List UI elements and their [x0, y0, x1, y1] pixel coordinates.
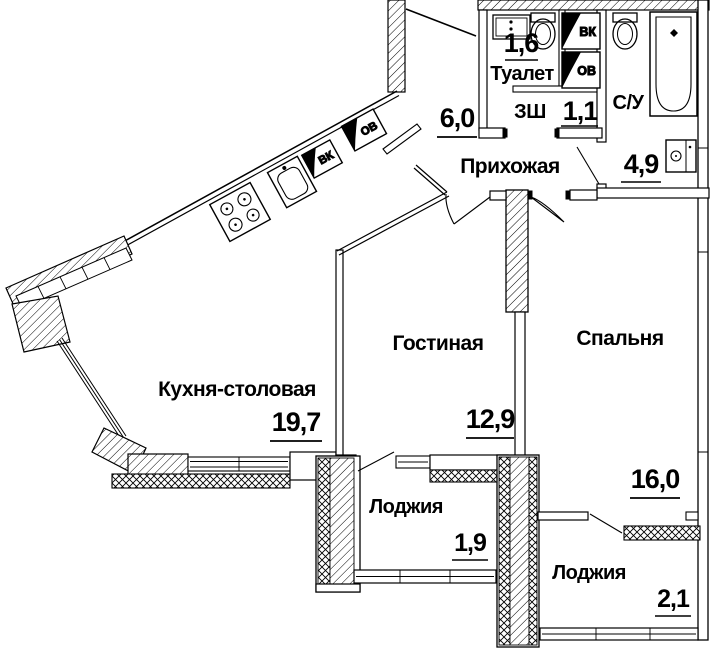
bathtub-icon: [649, 11, 698, 117]
room-area-loggia1: 1,9: [454, 529, 486, 557]
living-bottom-crosshatch: [429, 469, 509, 483]
toilet-left-wall: [478, 9, 488, 131]
living-top-wall: [489, 190, 507, 201]
kitchen-window-lines: [190, 457, 288, 471]
bathroom-bottom-wall: [596, 187, 710, 199]
kitchen-diagonal-wall-outer: [111, 90, 398, 249]
kitchen-sink-icon: [266, 155, 318, 209]
vent-box-ov-kitchen: ОВ: [340, 108, 388, 152]
door-jamb: [554, 128, 560, 138]
living-chamfer-wall: [336, 191, 450, 256]
room-label-bedroom: Спальня: [576, 327, 663, 350]
room-area-bedroom: 16,0: [631, 464, 680, 494]
room-area-kitchen: 19,7: [272, 407, 321, 437]
living-bedroom-hatched-wall: [505, 189, 529, 313]
bathroom-door-leaf: [576, 146, 600, 185]
room-area-bathroom: 4,9: [624, 149, 660, 179]
interior-walls: [335, 9, 710, 459]
bay-side-window: [56, 337, 127, 440]
bedroom-bottom-wall-stub: [685, 511, 699, 521]
bay-window: [5, 235, 147, 475]
kitchen-living-partition: [335, 249, 344, 457]
washing-machine-icon: [665, 139, 697, 173]
bedroom-top-wall: [569, 189, 598, 201]
living-door-leaf: [445, 193, 491, 225]
entrance-pillar-wall: [387, 0, 406, 93]
room-label-living: Гостиная: [393, 332, 484, 355]
kitchen-door-leaf: [382, 123, 422, 155]
bay-corner-wall: [11, 295, 71, 353]
living-loggia-door-leaf: [357, 451, 395, 472]
loggia1-left-pillar-hatch: [329, 457, 355, 585]
bay-pane-dividers: [37, 257, 111, 299]
fixtures: [208, 11, 698, 243]
room-label-bathroom: С/У: [613, 92, 645, 114]
loggia-center-pillar-hatch: [509, 456, 530, 646]
doors: [357, 8, 623, 534]
loggia1-left-pillar-cross: [317, 457, 331, 585]
room-area-toilet: 1,6: [504, 28, 540, 58]
room-labels: Кухня-столовая 19,7 Гостиная 12,9 Спальн…: [158, 28, 691, 617]
closet-bottom-wall-left: [478, 127, 506, 139]
vent-shafts: ВК ОВ ВК ОВ: [300, 12, 601, 180]
door-jamb: [502, 128, 508, 138]
loggia2-window-lines: [542, 628, 696, 640]
loggia-center-pillar-cross1: [498, 456, 511, 646]
room-area-loggia2: 2,1: [657, 585, 690, 613]
room-label-hall: Прихожая: [460, 155, 560, 178]
loggia1-window-lines: [356, 570, 494, 583]
ov-label: ОВ: [577, 64, 596, 78]
room-area-hall: 6,0: [440, 103, 475, 133]
top-exterior-wall: [477, 0, 710, 11]
room-label-loggia1: Лоджия: [369, 496, 443, 518]
kitchen-bottom-crosshatch: [111, 473, 291, 489]
toilet-icon: [530, 12, 556, 50]
bedroom-bottom-wall: [537, 511, 589, 521]
room-label-kitchen: Кухня-столовая: [158, 378, 316, 401]
living-bottom-loggia1: [315, 454, 540, 648]
bedroom-door-leaf: [530, 196, 565, 223]
hall-stub-wall: [413, 164, 448, 196]
room-label-closet: ЗШ: [514, 101, 546, 123]
vent-box-vk: ВК: [561, 12, 601, 50]
vk-label: ВК: [579, 25, 596, 39]
door-jamb: [565, 190, 571, 200]
door-jamb: [527, 190, 533, 200]
living-bedroom-thin-wall: [514, 311, 526, 459]
room-label-loggia2: Лоджия: [552, 562, 626, 584]
room-label-toilet: Туалет: [490, 63, 554, 85]
bedroom-bottom-loggia2: [537, 511, 701, 641]
room-area-closet: 1,1: [563, 96, 599, 126]
room-area-living: 12,9: [466, 404, 516, 434]
right-exterior-wall: [697, 0, 709, 641]
loggia2-top-crosshatch: [623, 525, 701, 541]
bedroom-loggia-door-leaf: [589, 513, 623, 534]
closet-bottom-wall-right: [556, 127, 603, 139]
toilet-icon: [612, 12, 638, 50]
washbasin-icon: [492, 14, 531, 40]
vent-box-vk-kitchen: ВК: [300, 138, 344, 180]
entrance-door-leaf: [405, 8, 477, 37]
loggia1-left-pillar-cap: [315, 583, 361, 593]
vent-box-ov: ОВ: [561, 51, 601, 89]
loggia-center-pillar-cross2: [528, 456, 538, 646]
exterior-walls: [111, 0, 710, 641]
living-bottom-wall-right: [429, 454, 509, 471]
stove-icon: [208, 181, 272, 243]
